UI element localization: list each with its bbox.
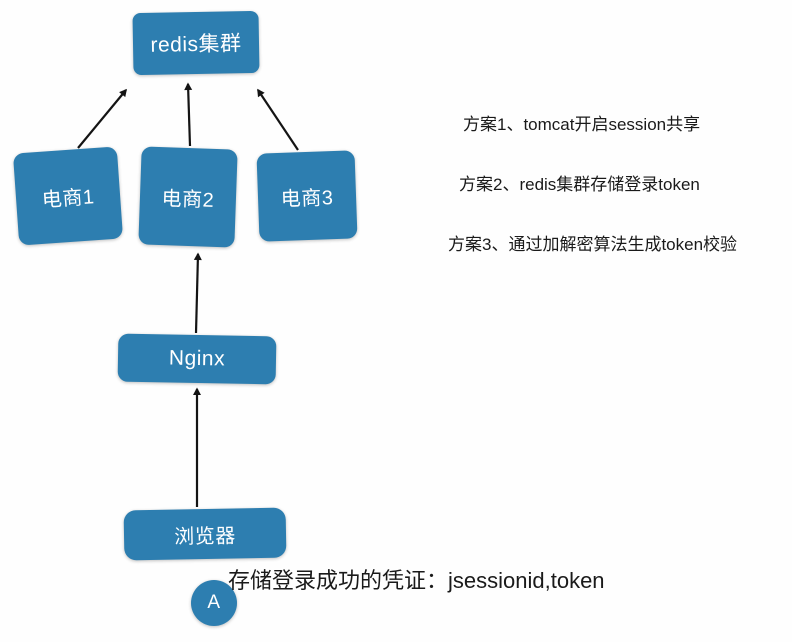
node-ecommerce-1: 电商1 — [12, 146, 124, 246]
note-plan-2: 方案2、redis集群存储登录token — [459, 175, 700, 194]
node-ecommerce-2-label: 电商2 — [161, 187, 215, 212]
node-ecommerce-3-label: 电商3 — [280, 186, 334, 211]
arrow-ecom1-to-redis — [77, 88, 127, 149]
note-plan-1: 方案1、tomcat开启session共享 — [463, 115, 701, 134]
arrow-nginx-to-ecom2 — [193, 252, 202, 334]
arrow-ecom3-to-redis — [257, 88, 299, 151]
bottom-caption: 存储登录成功的凭证：jsessionid,token — [228, 568, 605, 593]
node-redis-cluster-label: redis集群 — [150, 32, 242, 57]
node-ecommerce-2: 电商2 — [138, 146, 238, 248]
node-ecommerce-1-label: 电商1 — [41, 185, 96, 212]
node-browser: 浏览器 — [123, 507, 287, 561]
circle-marker-a: A — [191, 580, 237, 626]
node-nginx: Nginx — [117, 333, 277, 385]
node-ecommerce-3: 电商3 — [256, 150, 358, 242]
circle-marker-a-label: A — [207, 592, 221, 613]
node-browser-label: 浏览器 — [174, 524, 236, 549]
node-redis-cluster: redis集群 — [132, 10, 260, 76]
arrow-ecom2-to-redis — [184, 82, 193, 147]
node-nginx-label: Nginx — [168, 346, 226, 371]
note-plan-3: 方案3、通过加解密算法生成token校验 — [448, 235, 738, 254]
